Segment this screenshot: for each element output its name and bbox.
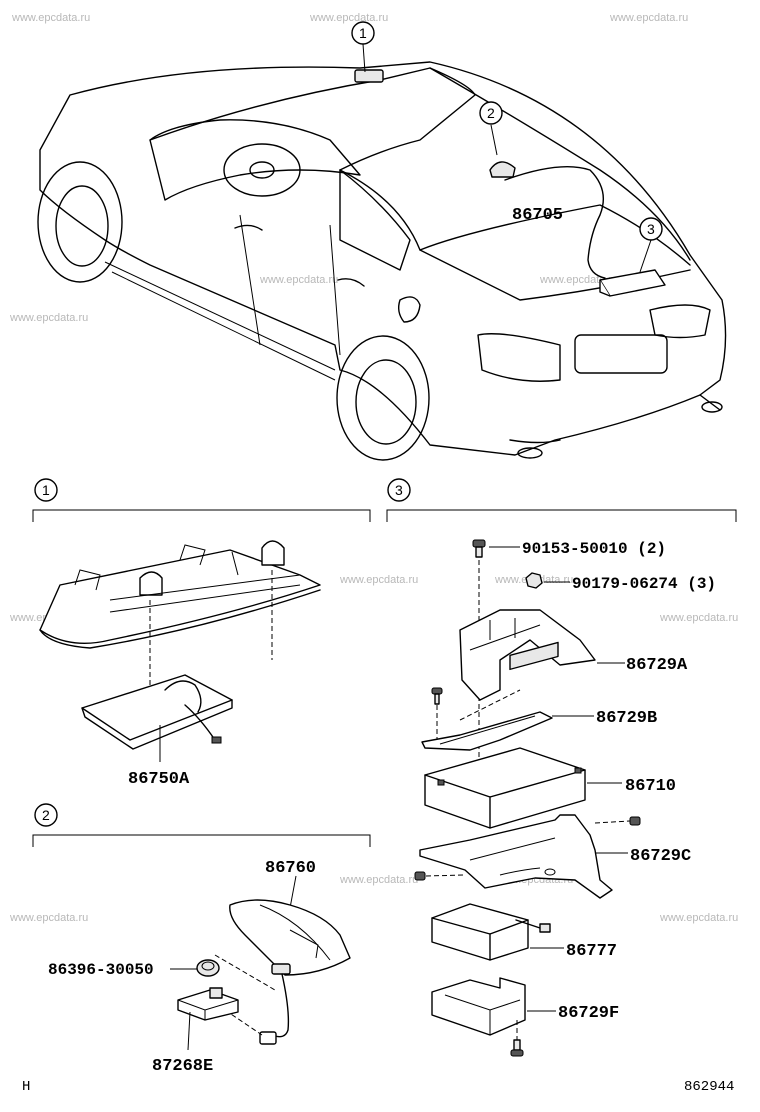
- watermark: www.epcdata.ru: [11, 12, 90, 24]
- callout-2: 2: [487, 105, 495, 121]
- callout-1: 1: [359, 25, 367, 41]
- watermark: www.epcdata.ru: [309, 12, 388, 24]
- section-2-callout: 2: [42, 807, 50, 823]
- label-86729C: 86729C: [630, 847, 691, 866]
- watermark: www.epcdata.ru: [609, 12, 688, 24]
- label-86750A: 86750A: [128, 770, 190, 789]
- watermark: www.epcdata.ru: [259, 274, 338, 286]
- section-3: 3 90153-50010 (2) 90179-06274 (3) 86729A…: [386, 478, 737, 1057]
- watermark: www.epcdata.ru: [339, 574, 418, 586]
- section-1-callout: 1: [42, 482, 50, 498]
- label-86705: 86705: [512, 206, 563, 225]
- label-90179-06274: 90179-06274 (3): [572, 575, 716, 593]
- watermark: www.epcdata.ru: [9, 312, 88, 324]
- footer-code: H: [22, 1079, 30, 1095]
- label-90153-50010: 90153-50010 (2): [522, 540, 666, 558]
- label-86760: 86760: [265, 859, 316, 878]
- label-86729F: 86729F: [558, 1004, 619, 1023]
- watermark: www.epcdata.ru: [659, 912, 738, 924]
- callout-3: 3: [647, 221, 655, 237]
- watermark: www.epcdata.ru: [9, 912, 88, 924]
- label-86729B: 86729B: [596, 709, 657, 728]
- diagram-number: 862944: [684, 1079, 734, 1095]
- section-2: 2 86760 86396-30050 87268E: [32, 803, 371, 1076]
- watermark: www.epcdata.ru: [659, 612, 738, 624]
- overview-callouts: 1 2 3: [351, 21, 663, 241]
- watermark: www.epcdata.ru: [539, 274, 618, 286]
- section-3-callout: 3: [395, 482, 403, 498]
- label-86710: 86710: [625, 777, 676, 796]
- section-1: 1 86750A: [32, 478, 371, 789]
- car-illustration: [37, 43, 727, 461]
- label-86729A: 86729A: [626, 656, 688, 675]
- label-86777: 86777: [566, 942, 617, 961]
- label-86396-30050: 86396-30050: [48, 961, 154, 979]
- watermark: www.epcdata.ru: [339, 874, 418, 886]
- label-87268E: 87268E: [152, 1057, 213, 1076]
